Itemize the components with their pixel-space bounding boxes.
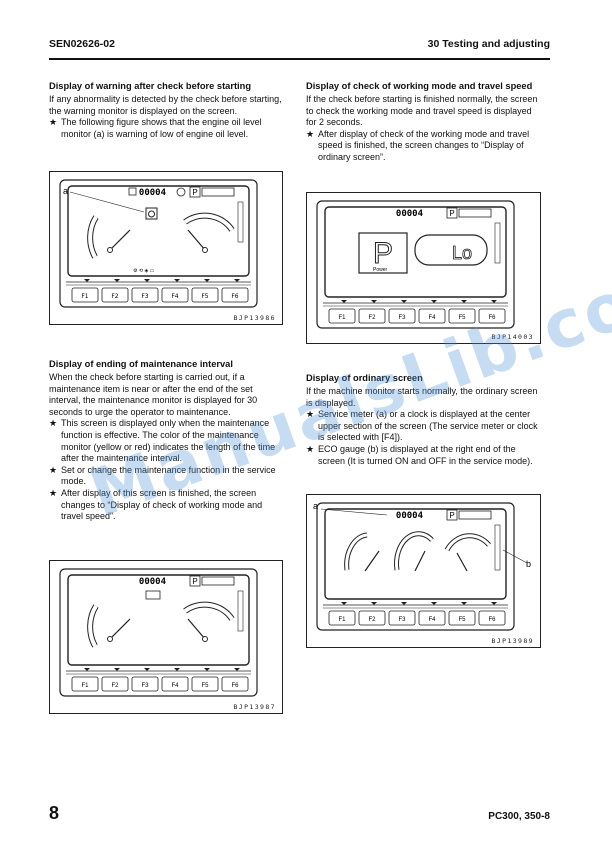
eco-icon: [176, 187, 186, 197]
star-icon: ★: [306, 128, 315, 139]
service-meter: 00004: [396, 511, 424, 521]
bullet-item: ★After display of this screen is finishe…: [49, 487, 263, 522]
bullet-item: ★This screen is displayed only when the …: [49, 418, 276, 464]
section-ordinary: Display of ordinary screen If the machin…: [306, 372, 541, 467]
gauge-needle: [187, 229, 206, 251]
document-id: SEN02626-02: [49, 38, 115, 50]
function-key-f6[interactable]: F6: [231, 293, 238, 300]
section-heading: Display of check of working mode and tra…: [306, 81, 533, 91]
header-rule: [49, 58, 550, 60]
function-key-f5[interactable]: F5: [458, 315, 466, 321]
bullet-item: ★Service meter (a) or a clock is display…: [306, 409, 538, 443]
function-key-f2[interactable]: F2: [111, 293, 118, 300]
star-icon: ★: [49, 117, 58, 128]
working-mode-box: [358, 232, 408, 274]
star-icon: ★: [306, 409, 315, 420]
figure-working-mode: 00004 P P Power Lo F1 F2 F3 F4 F5 F6 BJP…: [306, 192, 541, 344]
star-icon: ★: [306, 443, 315, 454]
mode-letter: P: [192, 577, 197, 586]
function-key-f3[interactable]: F3: [398, 617, 406, 623]
fn-icons: ⚙ ⟲ ◈ ▭: [133, 268, 155, 274]
bullet-item: ★Set or change the maintenance function …: [49, 464, 276, 487]
function-key-f3[interactable]: F3: [398, 315, 406, 321]
function-key-f5[interactable]: F5: [201, 683, 209, 689]
star-icon: ★: [49, 418, 58, 429]
mode-letter: P: [449, 511, 454, 520]
eco-gauge: [237, 201, 244, 243]
section-body: If the check before starting is finished…: [306, 94, 538, 128]
function-key-f4[interactable]: F4: [171, 293, 178, 300]
callout-a: a: [313, 501, 318, 511]
section-heading: Display of warning after check before st…: [49, 81, 251, 91]
function-key-f1[interactable]: F1: [81, 683, 89, 689]
working-mode-letter: P: [373, 237, 393, 270]
section-body: If any abnormality is detected by the ch…: [49, 94, 282, 116]
figure-id: BJP13989: [491, 637, 534, 645]
page-header: SEN02626-02 30 Testing and adjusting: [49, 38, 550, 54]
bullet-item: ★After display of check of the working m…: [306, 128, 530, 162]
page-footer: 8 PC300, 350-8: [49, 803, 550, 824]
service-meter: 00004: [396, 209, 424, 219]
mode-letter: P: [449, 209, 454, 218]
function-key-f2[interactable]: F2: [368, 315, 376, 321]
mode-letter: P: [192, 188, 197, 197]
section-maintenance: Display of ending of maintenance interva…: [49, 358, 284, 523]
section-body: If the machine monitor starts normally, …: [306, 386, 538, 408]
function-key-f3[interactable]: F3: [141, 293, 148, 300]
figure-id: BJP14003: [491, 333, 534, 341]
bullet-item: ★The following figure shows that the eng…: [49, 117, 262, 139]
eco-gauge: [494, 524, 501, 571]
service-meter: 00004: [139, 188, 167, 198]
section-working-mode: Display of check of working mode and tra…: [306, 80, 541, 164]
bullet-item: ★ECO gauge (b) is displayed at the right…: [306, 443, 533, 466]
section-heading: Display of ending of maintenance interva…: [49, 359, 233, 369]
function-key-f4[interactable]: F4: [428, 315, 436, 321]
function-key-f4[interactable]: F4: [428, 617, 436, 623]
section-body: When the check before starting is carrie…: [49, 372, 258, 417]
figure-id: BJP13987: [233, 703, 276, 711]
star-icon: ★: [49, 487, 58, 498]
section-title: 30 Testing and adjusting: [427, 38, 550, 50]
function-key-f2[interactable]: F2: [111, 683, 119, 689]
function-key-f5[interactable]: F5: [201, 293, 208, 300]
callout-a: a: [63, 186, 68, 196]
model-name: PC300, 350-8: [488, 811, 550, 822]
function-key-f3[interactable]: F3: [141, 683, 149, 689]
function-key-f2[interactable]: F2: [368, 617, 376, 623]
function-key-f5[interactable]: F5: [458, 617, 466, 623]
section-heading: Display of ordinary screen: [306, 373, 423, 383]
gauge-needle: [109, 229, 131, 251]
star-icon: ★: [49, 464, 58, 475]
figure-warning-monitor: 00004 P a ⚙ ⟲ ◈ ▭ F1 F2 F3 F4 F5 F6 BJP1: [49, 171, 283, 325]
travel-speed-icon: [201, 187, 235, 197]
figure-maintenance: 00004 P F1 F2 F3 F4 F5 F6 BJP13987: [49, 560, 283, 714]
function-key-f4[interactable]: F4: [171, 683, 179, 689]
function-key-f1[interactable]: F1: [81, 293, 88, 300]
maintenance-monitor-icon: [145, 590, 161, 600]
figure-ordinary-screen: 00004 P a b F1 F2 F3 F4 F5 F6 BJP13989: [306, 494, 541, 648]
engine-oil-level-icon: [145, 207, 158, 220]
section-warning: Display of warning after check before st…: [49, 80, 284, 140]
function-key-f6[interactable]: F6: [231, 683, 239, 689]
travel-speed-box: [414, 234, 488, 266]
function-key-f1[interactable]: F1: [338, 617, 346, 623]
function-key-f1[interactable]: F1: [338, 315, 346, 321]
figure-id: BJP13986: [233, 314, 276, 322]
function-key-f6[interactable]: F6: [488, 315, 496, 321]
page-number: 8: [49, 803, 60, 823]
service-meter: 00004: [139, 577, 167, 587]
working-mode-name: Power: [373, 267, 388, 273]
travel-speed-label: Lo: [452, 243, 472, 263]
callout-b: b: [526, 559, 531, 569]
function-key-f6[interactable]: F6: [488, 617, 496, 623]
